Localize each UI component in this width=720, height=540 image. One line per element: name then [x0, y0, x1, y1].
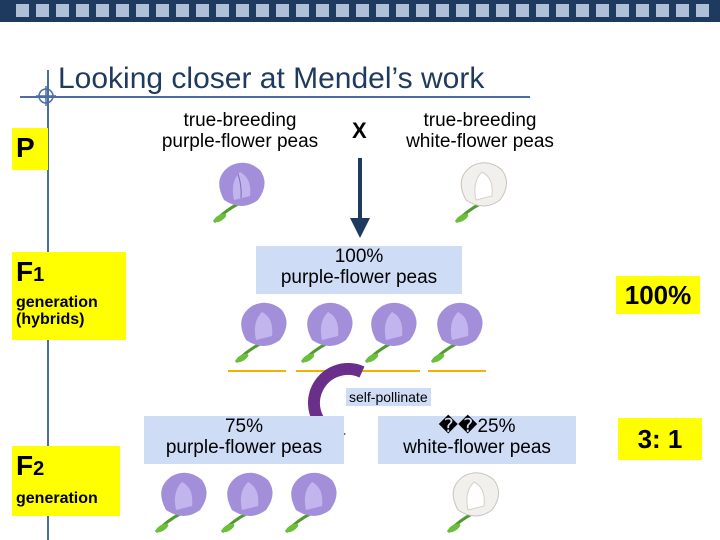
purple-flower-icon	[430, 302, 483, 364]
bar-square	[496, 4, 509, 17]
bar-square	[356, 4, 369, 17]
top-bar	[0, 0, 720, 22]
bar-square	[676, 4, 689, 17]
f2-generation-box	[12, 446, 120, 516]
self-pollinate-label: self-pollinate	[346, 388, 431, 406]
bar-square	[476, 4, 489, 17]
bar-square	[656, 4, 669, 17]
bar-square	[536, 4, 549, 17]
bar-square	[256, 4, 269, 17]
bar-square	[16, 4, 29, 17]
f2-white-caption: ��25% white-flower peas	[378, 416, 576, 464]
bar-square	[176, 4, 189, 17]
f1-result-caption: 100% purple-flower peas	[256, 246, 462, 294]
f2-generation-label: F2	[16, 450, 44, 482]
f1-ratio-badge: 100%	[616, 276, 700, 314]
purple-flower-icon	[220, 472, 273, 534]
bar-square	[456, 4, 469, 17]
purple-flower-icon	[300, 302, 353, 364]
bar-square	[316, 4, 329, 17]
bar-square	[556, 4, 569, 17]
bar-square	[156, 4, 169, 17]
bar-square	[636, 4, 649, 17]
bar-square	[276, 4, 289, 17]
f2-ratio-badge: 3: 1	[618, 418, 702, 460]
flower-underline	[428, 370, 486, 372]
bar-square	[396, 4, 409, 17]
crosshair-icon	[36, 86, 56, 106]
bar-square	[336, 4, 349, 17]
arrow-down-icon	[350, 158, 370, 238]
bar-square	[436, 4, 449, 17]
p-generation-box	[12, 128, 48, 170]
purple-flower-icon	[364, 302, 417, 364]
bar-square	[236, 4, 249, 17]
f2-subscript: 2	[33, 458, 45, 480]
bar-square	[376, 4, 389, 17]
bar-square	[296, 4, 309, 17]
bar-square	[36, 4, 49, 17]
bar-square	[116, 4, 129, 17]
bar-square	[56, 4, 69, 17]
purple-flower-icon	[212, 162, 265, 224]
guide-horizontal-line	[20, 96, 530, 98]
bar-square	[696, 4, 709, 17]
flower-underline	[228, 370, 286, 372]
bar-square	[516, 4, 529, 17]
bar-square	[96, 4, 109, 17]
bar-square	[76, 4, 89, 17]
f2-purple-caption: 75% purple-flower peas	[144, 416, 344, 464]
bar-square	[576, 4, 589, 17]
white-flower-icon	[446, 472, 499, 534]
parent-white-caption: true-breeding white-flower peas	[406, 110, 554, 152]
flower-underline	[362, 370, 420, 372]
purple-flower-icon	[284, 472, 337, 534]
p-generation-label: P	[16, 132, 35, 163]
page-title: Looking closer at Mendel’s work	[58, 62, 485, 95]
purple-flower-icon	[154, 472, 207, 534]
bar-square	[216, 4, 229, 17]
purple-flower-icon	[234, 302, 287, 364]
f1-generation-box	[12, 252, 126, 340]
f2-generation-description: generation	[16, 490, 98, 507]
bar-square	[596, 4, 609, 17]
white-flower-icon	[454, 162, 507, 224]
bar-square	[416, 4, 429, 17]
bar-square	[136, 4, 149, 17]
f1-generation-description: generation (hybrids)	[16, 294, 98, 328]
bar-square	[616, 4, 629, 17]
f1-subscript: 1	[33, 264, 45, 286]
cross-symbol: X	[352, 118, 367, 143]
f1-letter: F	[16, 256, 34, 287]
bar-square	[196, 4, 209, 17]
f2-letter: F	[16, 450, 34, 481]
f1-generation-label: F1	[16, 256, 44, 288]
parent-purple-caption: true-breeding purple-flower peas	[161, 110, 319, 152]
